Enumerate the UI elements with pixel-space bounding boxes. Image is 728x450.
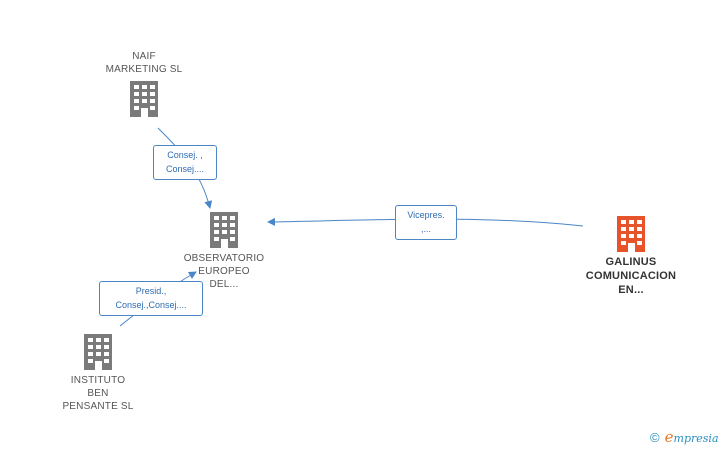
building-icon [617, 216, 645, 252]
node-label: GALINUS COMUNICACION EN... [585, 256, 677, 296]
empresia-watermark: © empresia [650, 428, 719, 446]
node-label: INSTITUTO BEN PENSANTE SL [62, 375, 134, 412]
node-label: OBSERVATORIO EUROPEO DEL... [183, 253, 265, 290]
node-naif-marketing[interactable]: NAIF MARKETING SL [88, 50, 200, 117]
building-icon [130, 81, 158, 117]
node-instituto-ben-pensante[interactable]: INSTITUTO BEN PENSANTE SL [42, 334, 154, 413]
edge-label-galinus[interactable]: Vicepres. ,... [395, 205, 457, 240]
node-label: NAIF MARKETING SL [105, 51, 183, 75]
node-observatorio-europeo[interactable]: OBSERVATORIO EUROPEO DEL... [168, 212, 280, 291]
copyright-icon: © [650, 430, 660, 445]
brand-initial: e [664, 428, 674, 446]
edge-label-naif[interactable]: Consej. , Consej.... [153, 145, 217, 180]
building-icon [210, 212, 238, 248]
brand-rest: mpresia [673, 432, 719, 445]
node-galinus-comunicacion[interactable]: GALINUS COMUNICACION EN... [568, 216, 694, 297]
building-icon [84, 334, 112, 370]
edge-label-instituto[interactable]: Presid., Consej.,Consej.... [99, 281, 203, 316]
